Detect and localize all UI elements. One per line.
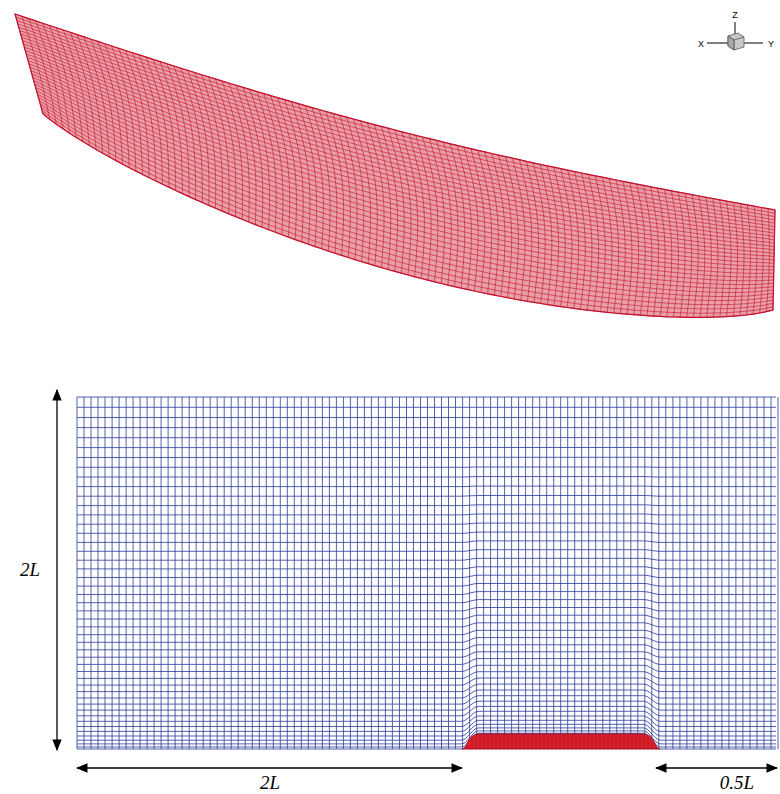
hull-surface-mesh	[0, 0, 780, 320]
dimension-label: 2L	[18, 560, 42, 579]
dimension-label: 2L	[258, 773, 282, 792]
hull-section	[462, 734, 660, 749]
axis-label: X	[698, 40, 704, 49]
dimension-label: 0.5L	[718, 773, 756, 792]
axis-label: Y	[768, 40, 774, 49]
axis-label: Z	[732, 11, 738, 20]
grid-lines	[77, 397, 778, 749]
hull-fill	[15, 14, 775, 317]
axis-triad	[0, 0, 780, 80]
hull-mesh-lines	[15, 14, 775, 317]
hull-section-mesh	[468, 735, 652, 749]
